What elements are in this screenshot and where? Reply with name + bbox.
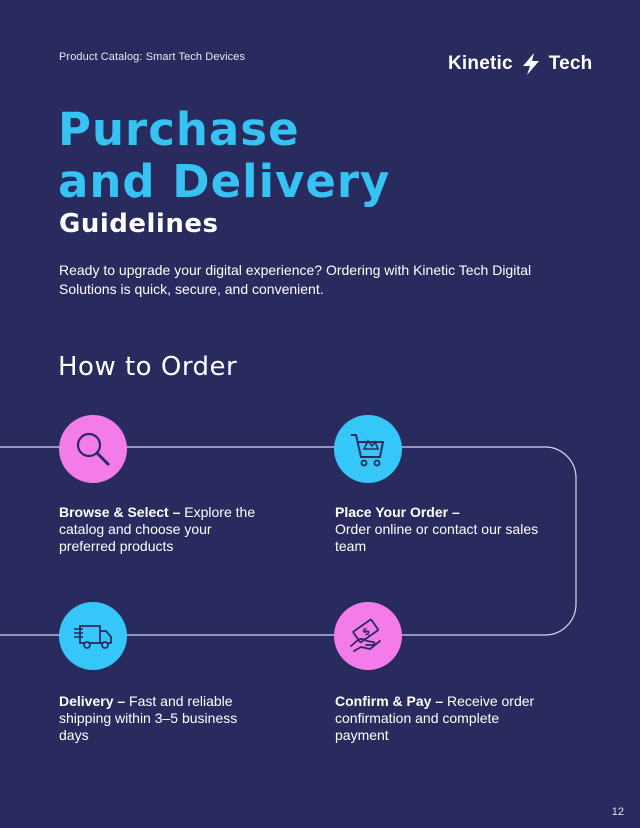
lightning-bolt-icon <box>522 53 539 75</box>
step-description: Receive order confirmation and complete … <box>335 693 535 743</box>
brand-logo: Kinetic Tech <box>448 52 593 76</box>
step-confirm-pay: Confirm & Pay – Receive order confirmati… <box>335 693 545 744</box>
step-browse-select: Browse & Select – Explore the catalog an… <box>59 504 269 555</box>
magnifier-icon <box>59 415 127 483</box>
step-title: Confirm & Pay – <box>335 693 444 709</box>
svg-text:$: $ <box>361 626 373 639</box>
step-description: Fast and reliable shipping within 3–5 bu… <box>59 693 238 743</box>
step-delivery: Delivery – Fast and reliable shipping wi… <box>59 693 269 744</box>
page-subtitle: Guidelines <box>59 209 219 239</box>
page-title-line-2: and Delivery <box>58 155 391 208</box>
step-description: Order online or contact our sales team <box>335 521 539 554</box>
step-title: Browse & Select – <box>59 504 181 520</box>
payment-hand-icon: $ <box>334 602 402 670</box>
logo-word-1: Kinetic <box>448 53 513 74</box>
section-heading: How to Order <box>58 352 238 382</box>
logo-word-2: Tech <box>548 53 593 74</box>
step-description: Explore the catalog and choose your pref… <box>59 504 256 554</box>
page-title-line-1: Purchase <box>58 103 300 156</box>
step-title: Delivery – <box>59 693 126 709</box>
step-title: Place Your Order – <box>335 504 460 520</box>
shopping-cart-icon <box>334 415 402 483</box>
intro-paragraph: Ready to upgrade your digital experience… <box>59 262 532 297</box>
document-header-label: Product Catalog: Smart Tech Devices <box>59 51 246 63</box>
page-title: Purchase and Delivery <box>58 104 390 208</box>
step-place-order: Place Your Order – Order online or conta… <box>335 504 545 555</box>
page-number: 12 <box>611 806 624 818</box>
delivery-truck-icon <box>59 602 127 670</box>
